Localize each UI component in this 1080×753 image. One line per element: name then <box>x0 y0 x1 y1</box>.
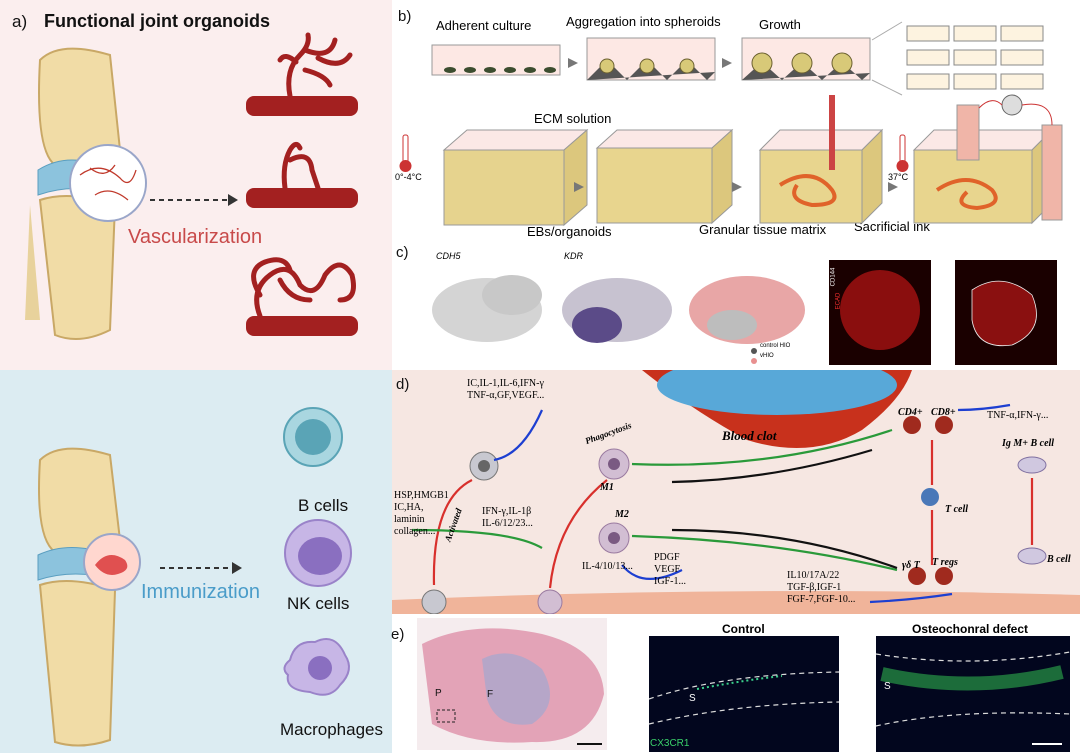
zoom-circle-icon <box>69 144 147 222</box>
panel-c-expression-maps: c) CDH5 KDR control HIO vHIO ECAD CD144 <box>392 240 1080 370</box>
il10-line2: TGF-β,IGF-1 <box>787 582 842 593</box>
cytokines-top-line1: IC,IL-1,IL-6,IFN-γ <box>467 378 544 389</box>
panel-title: Functional joint organoids <box>44 11 270 31</box>
growth-line1: PDGF <box>654 552 680 563</box>
histo-letter-p: P <box>435 688 442 699</box>
culture-process-illustration <box>399 21 1063 227</box>
activated-cell-icon <box>469 451 499 481</box>
igm-b-cell-label: Ig M+ B cell <box>1002 438 1055 449</box>
control-letter-s: S <box>689 693 696 704</box>
ifn-line1: IFN-γ,IL-1β <box>482 506 532 517</box>
gene-cdh5: CDH5 <box>436 251 461 261</box>
thermometer-cold-icon <box>399 134 412 172</box>
danger-line1: HSP,HMGB1 <box>394 490 449 501</box>
macrophage-m2-icon <box>598 522 630 554</box>
matrix-cube-3 <box>758 95 884 225</box>
blood-clot-label: Blood clot <box>722 428 777 443</box>
defect-letter-s: S <box>884 681 891 692</box>
m1-label: M1 <box>600 482 614 493</box>
macrophages-label: Macrophages <box>280 720 384 739</box>
il4-label: IL-4/10/13... <box>582 561 633 572</box>
knee-immune-illustration <box>37 407 352 747</box>
il10-line1: IL10/17A/22 <box>787 570 840 581</box>
panel-a-immunization: Immunization B cells NK cells Macrophage… <box>0 370 392 753</box>
matrix-cube-2 <box>595 128 734 225</box>
gamma-delta-t-label: γδ T <box>902 560 920 571</box>
t-cell-icon <box>921 488 939 506</box>
panel-a-vascularization: a) Functional joint organoids Vasculariz… <box>0 0 392 370</box>
defect-image <box>876 636 1070 752</box>
m2-label: M2 <box>615 509 629 520</box>
immunization-label: Immunization <box>141 581 260 603</box>
legend-vhio: vHIO <box>760 353 774 359</box>
step-aggregation: Aggregation into spheroids <box>566 14 721 29</box>
temp-warm-label: 37°C <box>888 172 909 182</box>
gene-kdr: KDR <box>564 251 584 261</box>
marker-label: CX3CR1 <box>650 738 690 749</box>
sacrificial-ink-label: Sacrificial ink <box>854 219 930 234</box>
b-cells-label: B cells <box>298 496 349 515</box>
panel-b-culture-process: b) Adherent culture Aggregation into sph… <box>392 0 1080 240</box>
legend-control: control HIO <box>760 343 791 349</box>
control-image <box>649 636 839 752</box>
cytokines-top-line2: TNF-α,GF,VEGF... <box>467 390 545 401</box>
growth-line2: VEGF <box>654 564 681 575</box>
step-growth: Growth <box>759 17 801 32</box>
step-adherent-culture: Adherent culture <box>436 18 532 33</box>
il10-line3: FGF-7,FGF-10... <box>787 594 856 605</box>
t-cell-label: T cell <box>945 504 969 515</box>
immune-diagram <box>392 370 1080 614</box>
stain-ecad: ECAD <box>835 292 842 310</box>
cd8-label: CD8+ <box>931 407 956 418</box>
nk-cells-label: NK cells <box>287 594 350 613</box>
ifn-line2: IL-6/12/23... <box>482 518 533 529</box>
panel-label-d: d) <box>396 376 410 393</box>
macrophage-m1-icon <box>598 448 630 480</box>
granular-matrix-label: Granular tissue matrix <box>699 222 827 237</box>
growth-line3: IGF-1... <box>654 576 686 587</box>
matrix-cube-1 <box>442 128 589 227</box>
tnf-right-label: TNF-α,IFN-γ... <box>987 410 1049 421</box>
control-title: Control <box>722 622 765 636</box>
danger-line2: IC,HA, <box>394 502 424 513</box>
ebs-organoids-label: EBs/organoids <box>527 224 612 239</box>
panel-e-histology: e) Control Osteochonral defect CX3CR1 P … <box>391 614 1080 753</box>
knee-vascular-illustration <box>25 32 358 340</box>
histo-letter-f: F <box>487 689 494 700</box>
danger-line3: laminin <box>394 514 425 525</box>
danger-line4: collagen... <box>394 526 436 537</box>
histology-images <box>417 618 1071 752</box>
temp-cold-label: 0°-4°C <box>395 172 422 182</box>
stain-cd144: CD144 <box>830 267 837 287</box>
panel-label-e: e) <box>391 626 405 643</box>
panel-label-a: a) <box>12 12 28 31</box>
t-regs-label: T regs <box>932 557 958 568</box>
ecm-solution-label: ECM solution <box>534 111 612 126</box>
panel-label-c: c) <box>396 244 409 261</box>
panel-d-immune-response: d) IC,IL-1,IL-6,IFN-γ TNF-α,GF,VEGF... P… <box>392 370 1080 614</box>
umap-plots <box>432 260 1057 365</box>
vessel-tubes <box>246 32 358 336</box>
panel-label-b: b) <box>398 8 412 25</box>
vascularization-label: Vascularization <box>128 226 263 248</box>
cd4-label: CD4+ <box>898 407 923 418</box>
matrix-cube-4 <box>912 94 1063 225</box>
defect-title: Osteochonral defect <box>912 622 1029 636</box>
b-cell-label: B cell <box>1047 554 1071 565</box>
thermometer-warm-icon <box>896 134 909 172</box>
